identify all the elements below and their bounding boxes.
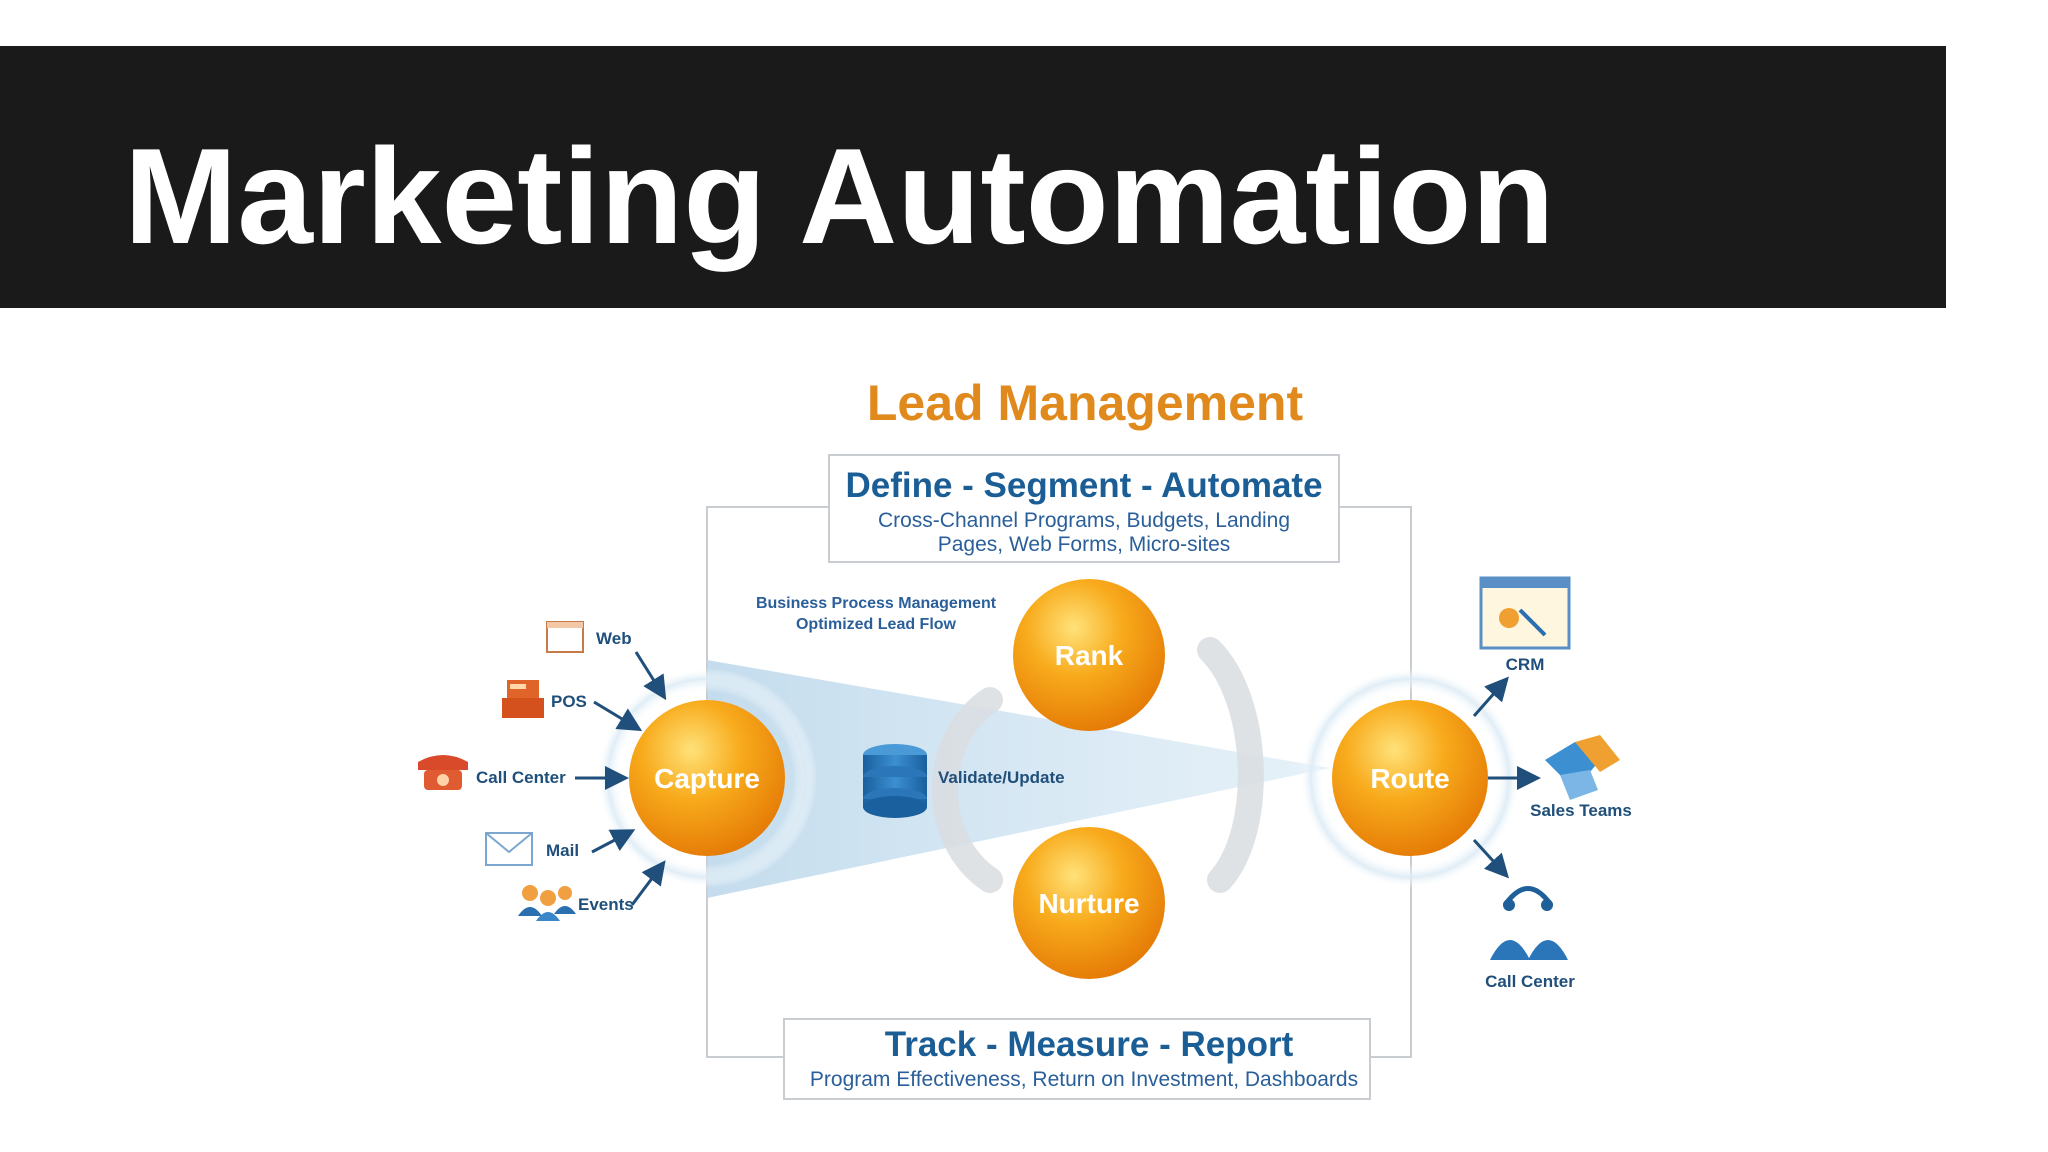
headset-agents-icon <box>1490 886 1568 960</box>
source-label-pos: POS <box>551 692 587 711</box>
destination-label-call-center: Call Center <box>1485 972 1575 991</box>
crm-window-icon <box>1479 576 1571 650</box>
rank-node: Rank <box>1013 579 1165 731</box>
database-label: Validate/Update <box>938 768 1065 787</box>
destination-label-crm: CRM <box>1506 655 1545 674</box>
slide-title: Marketing Automation <box>124 120 1555 272</box>
envelope-icon <box>485 832 533 866</box>
database-icon <box>863 744 927 818</box>
cycle-arc-right <box>1197 637 1264 893</box>
cash-register-icon <box>502 680 544 718</box>
capture-label: Capture <box>654 763 760 794</box>
top-box-line1: Cross-Channel Programs, Budgets, Landing <box>878 509 1290 532</box>
route-node: Route <box>1332 700 1488 856</box>
bottom-box-title: Track - Measure - Report <box>885 1025 1294 1064</box>
source-label-web: Web <box>596 629 632 648</box>
telephone-icon <box>418 755 468 790</box>
diagram-heading: Lead Management <box>867 375 1304 431</box>
destination-arrows <box>1472 676 1541 879</box>
destination-label-sales-teams: Sales Teams <box>1530 801 1632 820</box>
rank-label: Rank <box>1055 640 1124 671</box>
web-page-icon <box>546 621 584 653</box>
cycle-arc-left <box>932 687 1003 893</box>
top-box-line2: Pages, Web Forms, Micro-sites <box>938 533 1231 556</box>
bpm-note-line2: Optimized Lead Flow <box>796 616 957 633</box>
title-bar <box>0 46 1946 308</box>
nurture-node: Nurture <box>1013 827 1165 979</box>
source-label-call-center: Call Center <box>476 768 566 787</box>
source-label-mail: Mail <box>546 841 579 860</box>
bottom-box-line1: Program Effectiveness, Return on Investm… <box>810 1068 1358 1091</box>
people-icon <box>518 885 576 921</box>
top-box-title: Define - Segment - Automate <box>845 466 1322 505</box>
bottom-box <box>783 1018 1371 1100</box>
handshake-icon <box>1545 735 1620 800</box>
source-label-events: Events <box>578 895 634 914</box>
bpm-note-line1: Business Process Management <box>756 595 997 612</box>
top-box <box>828 454 1340 563</box>
route-label: Route <box>1370 763 1449 794</box>
source-arrows <box>575 651 667 906</box>
nurture-label: Nurture <box>1038 888 1139 919</box>
capture-node: Capture <box>629 700 785 856</box>
flow-beam <box>707 660 1330 898</box>
